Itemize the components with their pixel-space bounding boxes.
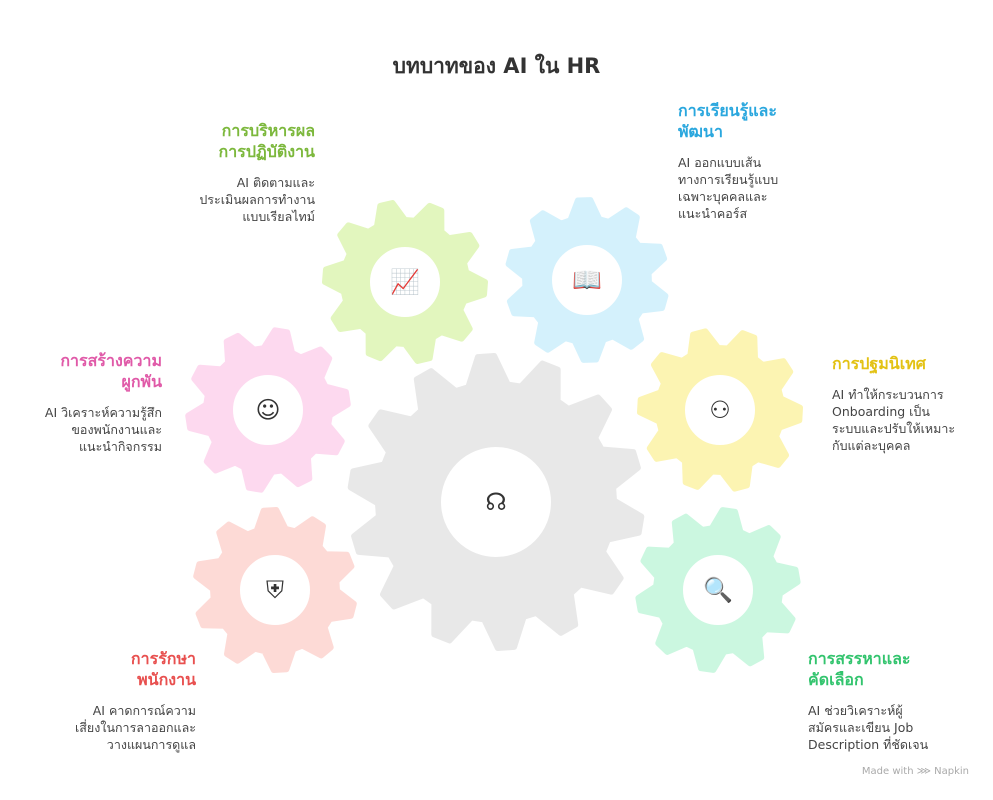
learning-gear	[505, 197, 669, 363]
onboarding-title: การปฐมนิเทศ	[832, 354, 926, 373]
performance-gear	[322, 200, 488, 364]
napkin-watermark: Made with ⋙ Napkin	[861, 766, 969, 777]
center-gear	[347, 353, 645, 651]
learning-desc: AI ออกแบบเส้นทางการเรียนรู้แบบเฉพาะบุคคล…	[678, 155, 779, 221]
chart-growth-icon: 📈	[390, 268, 420, 296]
retention-desc: AI คาดการณ์ความเสี่ยงในการลาออกและวางแผน…	[75, 703, 196, 752]
learning-title: การเรียนรู้และพัฒนา	[678, 101, 777, 141]
ai-head-icon: ☊	[485, 488, 507, 516]
plant-shield-icon: ⛨	[266, 576, 284, 604]
block-retention: การรักษาพนักงาน AI คาดการณ์ความเสี่ยงในก…	[0, 648, 196, 753]
block-recruitment: การสรรหาและคัดเลือก AI ช่วยวิเคราะห์ผู้ส…	[808, 648, 993, 753]
book-idea-icon: 📖	[572, 266, 602, 294]
performance-title: การบริหารผลการปฏิบัติงาน	[218, 121, 315, 161]
performance-desc: AI ติดตามและประเมินผลการทำงานแบบเรียลไทม…	[199, 175, 315, 224]
recruitment-gear	[635, 507, 801, 673]
engagement-title: การสร้างความผูกพัน	[60, 351, 162, 391]
onboarding-people-icon: ⚇	[709, 396, 731, 424]
recruitment-title: การสรรหาและคัดเลือก	[808, 649, 911, 689]
emotion-bubbles-icon: ☺	[255, 396, 281, 424]
retention-gear	[193, 507, 357, 673]
diagram-title: บทบาทของ AI ใน HR	[392, 54, 601, 78]
engagement-gear	[185, 327, 351, 493]
block-engagement: การสร้างความผูกพัน AI วิเคราะห์ความรู้สึ…	[0, 350, 162, 455]
retention-title: การรักษาพนักงาน	[130, 649, 196, 689]
onboarding-gear	[637, 328, 803, 492]
block-performance: การบริหารผลการปฏิบัติงาน AI ติดตามและประ…	[115, 120, 315, 225]
block-learning: การเรียนรู้และพัฒนา AI ออกแบบเส้นทางการเ…	[678, 100, 878, 222]
resume-search-icon: 🔍	[703, 576, 733, 604]
engagement-desc: AI วิเคราะห์ความรู้สึกของพนักงานและแนะนำ…	[44, 405, 162, 454]
